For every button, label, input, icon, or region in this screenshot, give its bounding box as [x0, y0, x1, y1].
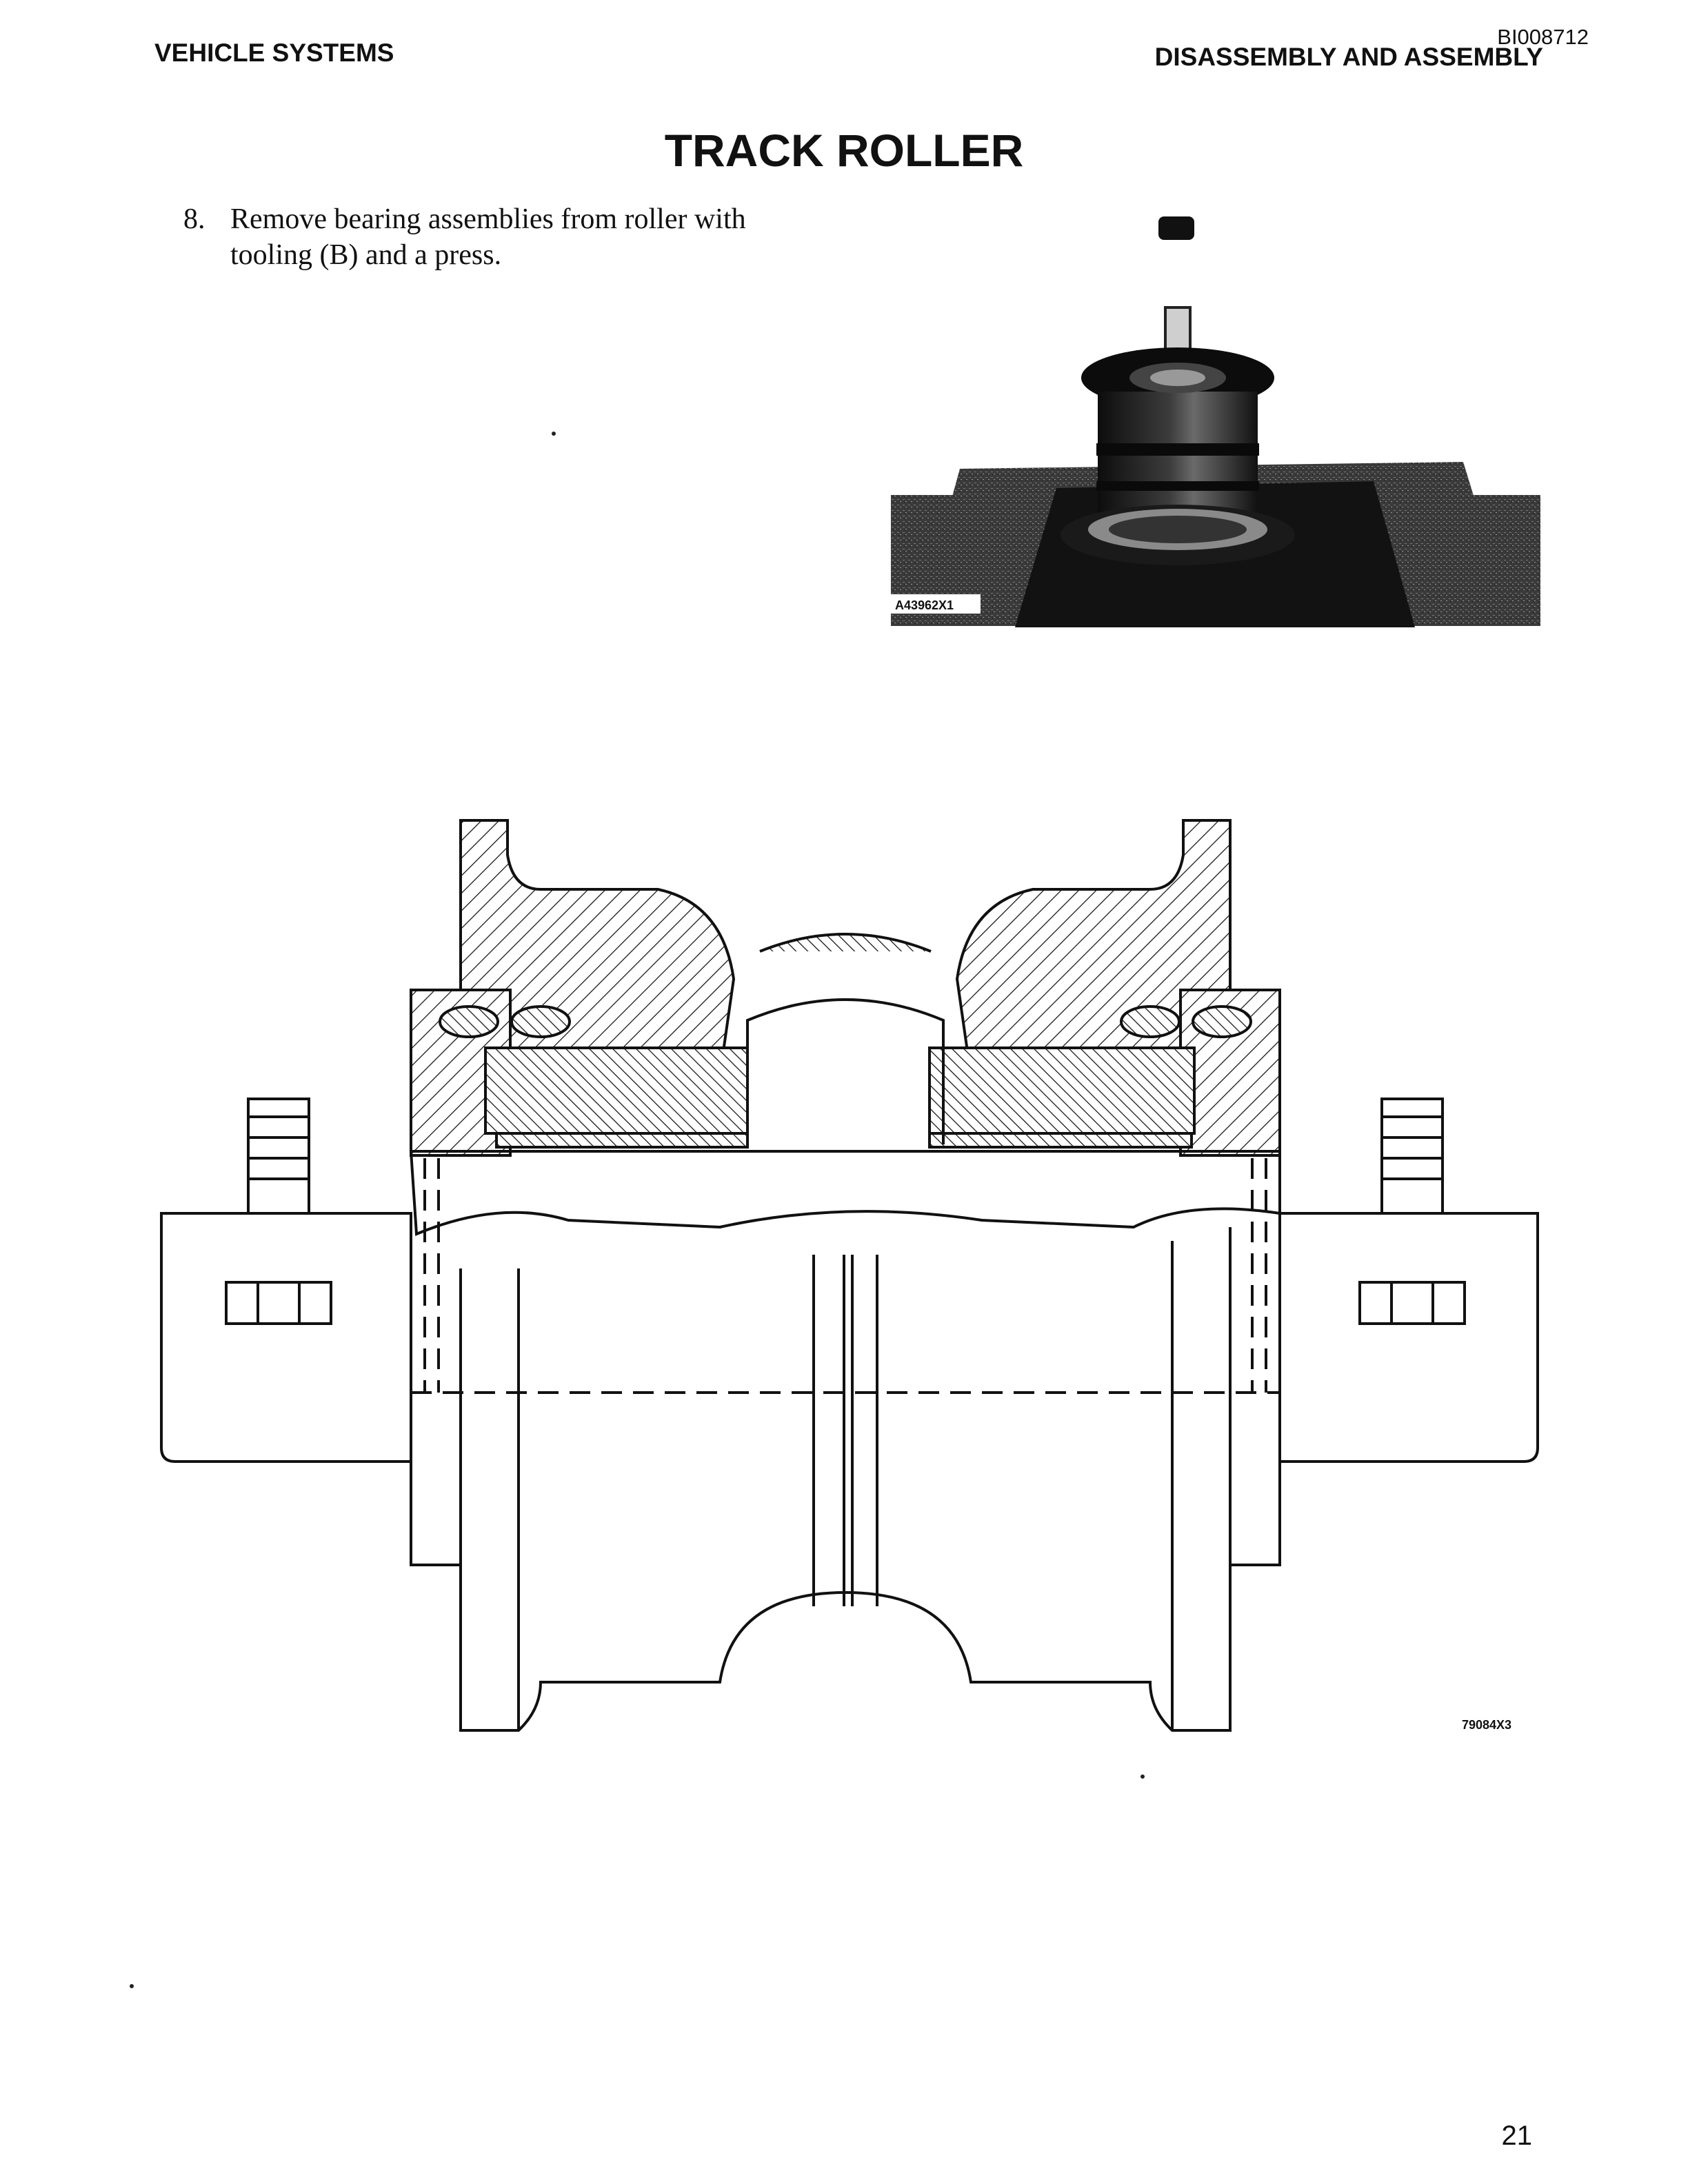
step-item: 8. Remove bearing assemblies from roller… — [183, 201, 832, 273]
header-right: DISASSEMBLY AND ASSEMBLY — [1154, 43, 1543, 71]
step-text: Remove bearing assemblies from roller wi… — [230, 203, 746, 271]
step-number: 8. — [183, 203, 205, 235]
stray-mark — [130, 1984, 134, 1988]
drawing-label: 79084X3 — [1462, 1718, 1511, 1732]
track-roller-section-drawing: 79084X3 — [160, 819, 1539, 1732]
document-id: BI008712 — [1497, 25, 1589, 49]
stray-mark — [1141, 1775, 1145, 1779]
page-number: 21 — [1501, 2121, 1533, 2151]
header-left: VEHICLE SYSTEMS — [154, 39, 394, 67]
page-title: TRACK ROLLER — [664, 125, 1024, 176]
photo-label: A43962X1 — [895, 598, 954, 612]
stray-mark — [552, 432, 556, 436]
bearing-removal-photo: A43962X1 — [891, 216, 1540, 627]
